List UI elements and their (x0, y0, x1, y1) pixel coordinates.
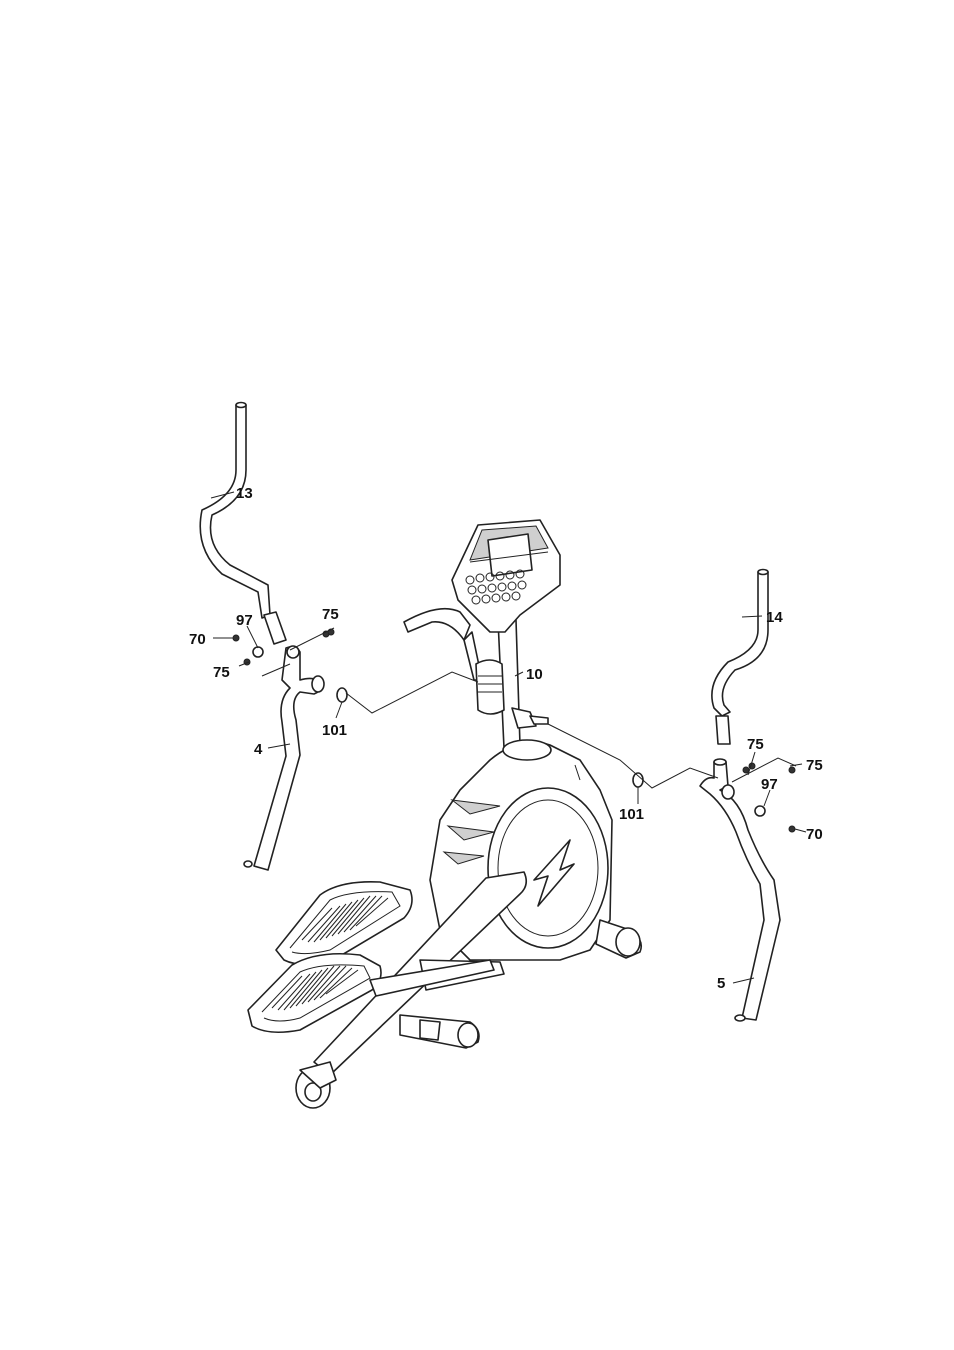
washer-97-left (253, 647, 263, 657)
console-mast-10 (404, 520, 560, 748)
callout-14: 14 (766, 609, 783, 626)
callout-97-right: 97 (761, 776, 778, 793)
callout-10: 10 (526, 666, 543, 683)
left-lower-arm-4 (244, 646, 324, 870)
callout-101-right: 101 (619, 806, 644, 823)
callout-97-left: 97 (236, 612, 253, 629)
callout-13: 13 (236, 485, 253, 502)
left-upper-arm-13 (200, 403, 286, 645)
callout-70-left: 70 (189, 631, 206, 648)
bolt-70-left (233, 635, 239, 641)
callout-75-left-top: 75 (322, 606, 339, 623)
callout-75-left-bottom: 75 (213, 664, 230, 681)
callout-101-left: 101 (322, 722, 347, 739)
right-upper-arm-14 (712, 570, 768, 745)
bolt-75-right-a (743, 767, 749, 773)
callout-5: 5 (717, 975, 725, 992)
washer-97-right (755, 806, 765, 816)
pedal-rear (276, 882, 412, 965)
bolt-70-right (789, 826, 795, 832)
callout-75-right-a: 75 (747, 736, 764, 753)
callout-70-right: 70 (806, 826, 823, 843)
bolt-75-right-c (789, 767, 795, 773)
bushing-101-left (337, 688, 347, 702)
callout-75-right-b: 75 (806, 757, 823, 774)
callout-4: 4 (254, 741, 263, 758)
